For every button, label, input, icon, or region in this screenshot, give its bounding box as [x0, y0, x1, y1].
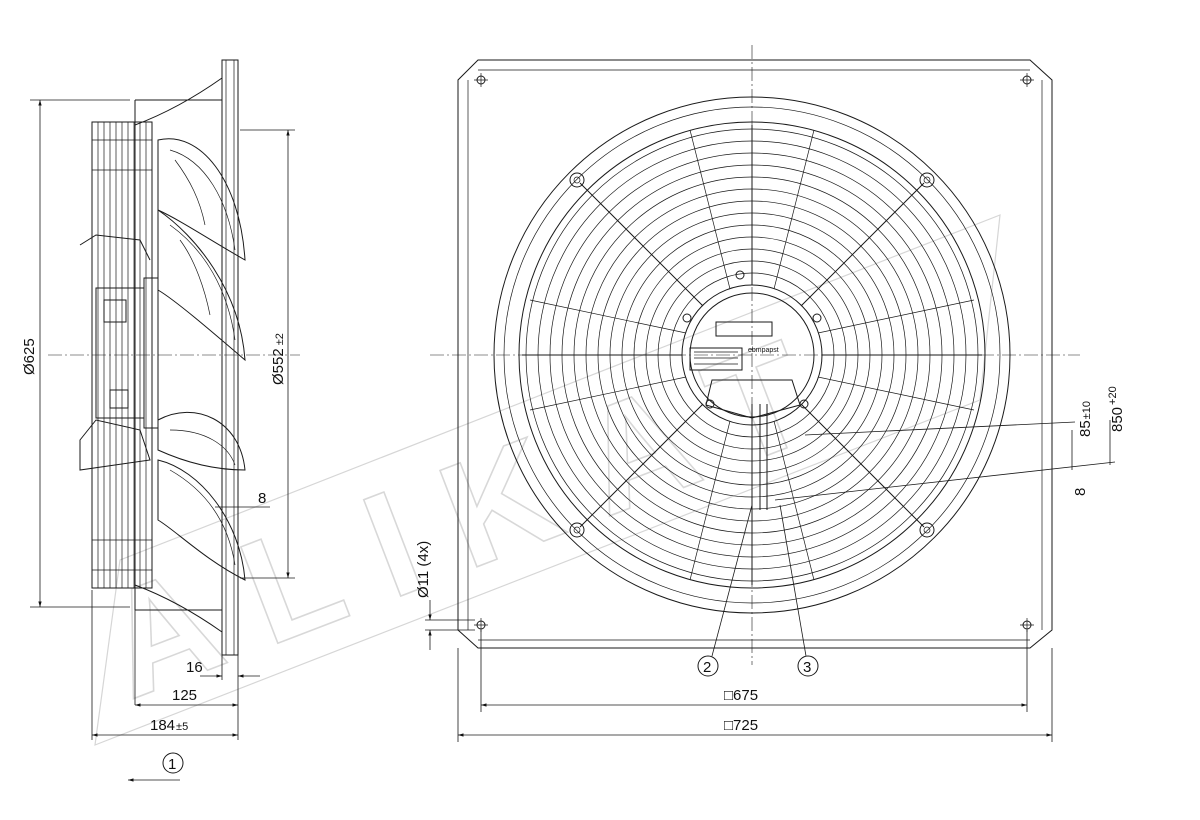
dim-16: 16	[186, 659, 260, 678]
dim-8-front-label: 8	[1072, 488, 1089, 496]
dim-675-label: □675	[724, 687, 758, 704]
dim-725: □725	[457, 648, 1053, 742]
marker-3: 3	[779, 504, 819, 677]
dim-8-side-label: 8	[258, 490, 266, 507]
dim-inner-diameter-label: Ø552±2	[270, 333, 287, 385]
dim-125-label: 125	[172, 687, 197, 704]
bracket-arms	[79, 234, 151, 471]
dim-inner-diameter: Ø552±2	[240, 129, 295, 579]
dim-850-label: 850+20	[1107, 386, 1126, 432]
dim-hole-label: Ø11 (4x)	[415, 541, 432, 598]
dim-outer-diameter-label: Ø625	[21, 338, 38, 375]
front-view: ebmpapst Ø11 (4x) □675 □725 2	[415, 45, 1126, 742]
watermark: ALIKAT	[80, 214, 1001, 746]
marker-1-label: 1	[168, 756, 176, 773]
dim-hole: Ø11 (4x)	[415, 541, 475, 650]
dim-125: 125	[135, 687, 238, 707]
dim-8-side: 8	[215, 490, 270, 508]
marker-3-label: 3	[803, 659, 811, 676]
terminal-box	[689, 321, 801, 419]
guard-outer-ring	[518, 121, 986, 589]
square-plate	[457, 59, 1053, 649]
dim-184: 184±5	[92, 717, 238, 737]
dim-675: □675	[480, 630, 1028, 712]
dim-outer-diameter: Ø625	[21, 99, 130, 608]
mounting-holes	[474, 73, 1034, 632]
side-view: Ø625 Ø552±2 8 16 125	[21, 59, 300, 782]
marker-2: 2	[697, 504, 753, 677]
motor-hub	[95, 277, 159, 429]
brand-label: ebmpapst	[748, 347, 779, 354]
dim-184-label: 184±5	[150, 717, 188, 734]
airflow-marker: 1	[128, 752, 184, 782]
marker-2-label: 2	[703, 659, 711, 676]
nozzle-outer-ring	[493, 96, 1011, 614]
marker-1-circle	[162, 752, 184, 774]
dim-725-label: □725	[724, 717, 758, 734]
cables	[751, 404, 768, 510]
dim-16-label: 16	[186, 659, 203, 676]
impeller-blades-side	[157, 138, 246, 581]
guard-bolts	[569, 172, 935, 538]
motor-fins	[91, 121, 153, 589]
dim-cable: 850+20 85±10 8	[774, 386, 1126, 501]
dim-85-label: 85±10	[1077, 401, 1094, 437]
